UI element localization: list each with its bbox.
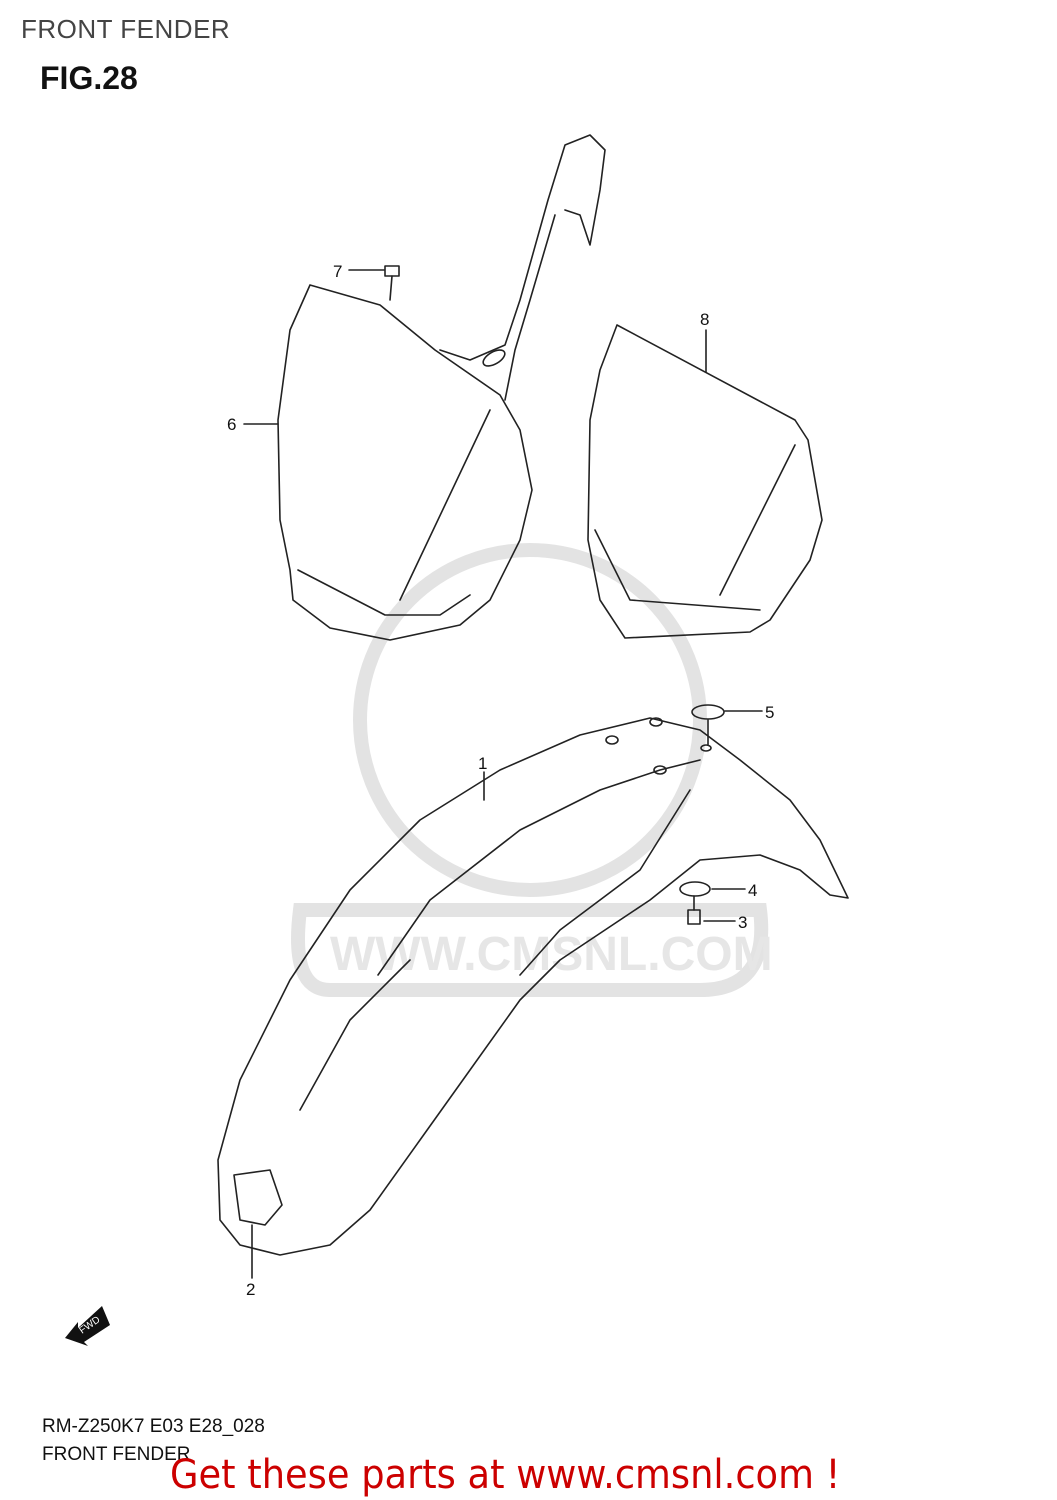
part-4-washer[interactable]	[679, 881, 711, 897]
forward-arrow-icon: FWD	[65, 1306, 110, 1346]
callout-8: 8	[700, 310, 709, 329]
page-title: FRONT FENDER	[21, 14, 231, 44]
callout-2: 2	[246, 1280, 255, 1299]
callout-4: 4	[748, 881, 757, 900]
part-3-bolt[interactable]	[687, 895, 701, 925]
callout-6: 6	[227, 415, 236, 434]
watermark-logo: WWW.CMSNL.COM	[291, 543, 773, 997]
promo-link[interactable]: Get these parts at www.cmsnl.com !	[170, 1452, 841, 1498]
callout-labels: 1 2 3 4 5 6 7 8	[227, 262, 774, 1299]
diagram-caption: FRONT FENDER	[42, 1444, 191, 1465]
figure-number: FIG.28	[40, 60, 138, 96]
callout-7: 7	[333, 262, 342, 281]
part-5-washer[interactable]	[691, 704, 725, 746]
callout-1: 1	[478, 754, 487, 773]
part-8-side-plate[interactable]	[587, 324, 823, 639]
callout-5: 5	[765, 703, 774, 722]
diagram-code: RM-Z250K7 E03 E28_028	[42, 1416, 265, 1437]
part-6-number-plate[interactable]	[277, 134, 606, 641]
part-7-bolt[interactable]	[384, 265, 400, 301]
part-1-front-fender[interactable]	[217, 717, 849, 1256]
callout-3: 3	[738, 913, 747, 932]
